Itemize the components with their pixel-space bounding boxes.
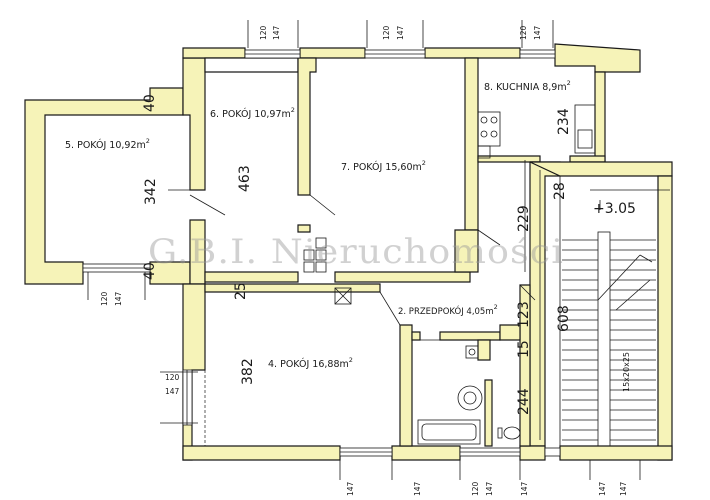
dimension-25: 25	[233, 282, 249, 300]
doors	[168, 189, 536, 446]
window-dim-top1-b: 147	[272, 25, 281, 40]
window-dim-top3-b: 147	[533, 25, 542, 40]
dimension-244: 244	[516, 388, 532, 415]
dimension-123: 123	[516, 301, 532, 328]
staircase	[559, 175, 659, 447]
window-dim-top1-a: 120	[259, 25, 268, 40]
window-dim-bot3-b: 147	[485, 481, 494, 496]
room-label-pokoj-4: 4. POKÓJ 16,88m2	[268, 356, 353, 370]
chimney-blocks	[303, 237, 352, 305]
window-dim-top2-a: 120	[382, 25, 391, 40]
toilet	[497, 426, 521, 440]
window-dim-top3-a: 120	[519, 25, 528, 40]
dimension-40-bottom: 40	[142, 262, 158, 280]
window-dim-bot6: 147	[619, 481, 628, 496]
window-dim-bot5: 147	[598, 481, 607, 496]
dimension-lines	[87, 20, 670, 480]
room-label-pokoj-6: 6. POKÓJ 10,97m2	[210, 106, 295, 120]
watermark: G.B.I. Nieruchomości	[148, 232, 564, 272]
window-dim-bot4: 147	[520, 481, 529, 496]
dimension-342: 342	[143, 178, 159, 205]
window-dim-bot1: 147	[346, 481, 355, 496]
dimension-608: 608	[556, 305, 572, 332]
dimension-234: 234	[556, 108, 572, 135]
room-label-pokoj-7: 7. POKÓJ 15,60m2	[341, 159, 426, 173]
kitchen-stove	[477, 111, 501, 159]
room-label-kuchnia: 8. KUCHNIA 8,9m2	[484, 79, 571, 93]
window-dim-left-a: 120	[100, 291, 109, 306]
dimension-229: 229	[516, 205, 532, 232]
dimension-28: 28	[552, 182, 568, 200]
room-label-przedpokoj: 2. PRZEDPOKÓJ 4,05m2	[398, 303, 498, 317]
window-dim-left-b: 147	[114, 291, 123, 306]
windows	[82, 49, 561, 457]
level-marker: +3.05	[593, 201, 636, 217]
dimension-15: 15	[516, 340, 532, 358]
shower	[457, 385, 483, 411]
kitchen-counter	[574, 104, 596, 154]
dimension-463: 463	[237, 165, 253, 192]
window-dim-bot3-a: 120	[471, 481, 480, 496]
window-dim-mid-a: 120	[165, 373, 180, 382]
bathtub	[417, 419, 481, 445]
dimension-40-top: 40	[142, 94, 158, 112]
room-label-pokoj-5: 5. POKÓJ 10,92m2	[65, 137, 150, 151]
stair-size-label: 15x20x25	[622, 352, 631, 392]
dimension-382: 382	[240, 358, 256, 385]
window-dim-bot2: 147	[413, 481, 422, 496]
window-dim-top2-b: 147	[396, 25, 405, 40]
washbasin	[465, 345, 479, 359]
window-dim-mid-b: 147	[165, 387, 180, 396]
